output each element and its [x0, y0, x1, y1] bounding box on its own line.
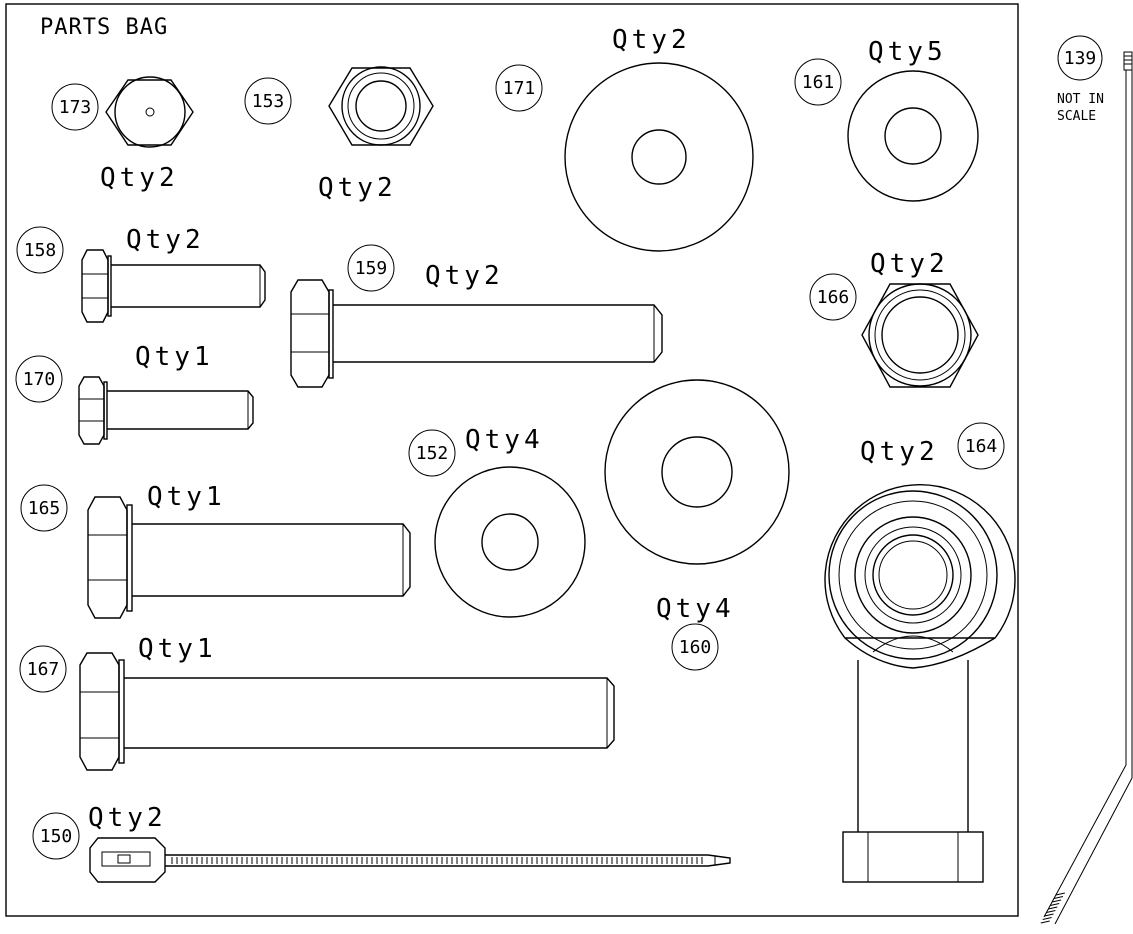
part-152-washer: [434, 466, 586, 618]
part-153-nut: [328, 66, 434, 146]
svg-text:153: 153: [252, 91, 285, 112]
callout-170: 170: [15, 355, 63, 403]
qty-164: Qty2: [860, 437, 939, 467]
qty-153: Qty2: [318, 173, 397, 203]
callout-161: 161: [794, 58, 842, 106]
callout-173: 173: [51, 83, 99, 131]
qty-160: Qty4: [656, 594, 735, 624]
part-139-rod: [1040, 51, 1133, 925]
qty-159: Qty2: [425, 261, 504, 291]
qty-152: Qty4: [465, 425, 544, 455]
callout-165: 165: [20, 484, 68, 532]
svg-text:173: 173: [59, 97, 92, 118]
parts-bag-outline: [5, 3, 1019, 917]
qty-161: Qty5: [868, 37, 947, 67]
svg-text:170: 170: [23, 369, 56, 390]
callout-152: 152: [408, 429, 456, 477]
qty-166: Qty2: [870, 249, 949, 279]
callout-171: 171: [495, 64, 543, 112]
svg-text:159: 159: [355, 258, 388, 279]
callout-160: 160: [671, 623, 719, 671]
part-166-nut: [861, 283, 979, 388]
callout-153: 153: [244, 77, 292, 125]
qty-170: Qty1: [135, 342, 214, 372]
part-167-bolt: [79, 652, 615, 771]
callout-150: 150: [32, 812, 80, 860]
qty-150: Qty2: [88, 803, 167, 833]
svg-text:171: 171: [503, 78, 536, 99]
qty-171: Qty2: [612, 25, 691, 55]
svg-text:152: 152: [416, 443, 449, 464]
note-not-in-scale-1: NOT IN: [1057, 92, 1104, 107]
part-161-washer: [847, 70, 979, 202]
svg-text:150: 150: [40, 826, 73, 847]
svg-text:158: 158: [24, 240, 57, 261]
parts-bag-title: PARTS BAG: [40, 15, 168, 40]
part-150-cable-tie: [89, 837, 731, 883]
part-158-bolt: [81, 249, 266, 323]
part-173-cap-nut: [105, 76, 194, 148]
qty-165: Qty1: [147, 482, 226, 512]
callout-164: 164: [957, 422, 1005, 470]
svg-text:161: 161: [802, 72, 835, 93]
callout-167: 167: [19, 645, 67, 693]
svg-text:165: 165: [28, 498, 61, 519]
part-159-bolt: [290, 279, 663, 388]
part-170-bolt: [78, 376, 254, 445]
part-165-bolt: [87, 496, 411, 619]
part-171-washer: [564, 62, 754, 252]
part-164-rod-end: [824, 484, 1016, 883]
svg-text:164: 164: [965, 436, 998, 457]
callout-139: 139: [1057, 35, 1103, 81]
svg-text:166: 166: [817, 287, 850, 308]
callout-158: 158: [16, 226, 64, 274]
svg-text:160: 160: [679, 637, 712, 658]
callout-159: 159: [347, 244, 395, 292]
callout-166: 166: [809, 273, 857, 321]
qty-167: Qty1: [138, 634, 217, 664]
svg-text:139: 139: [1064, 48, 1097, 69]
note-not-in-scale-2: SCALE: [1057, 109, 1096, 124]
svg-text:167: 167: [27, 659, 60, 680]
qty-173: Qty2: [100, 163, 179, 193]
part-160-washer: [604, 379, 790, 565]
qty-158: Qty2: [126, 225, 205, 255]
